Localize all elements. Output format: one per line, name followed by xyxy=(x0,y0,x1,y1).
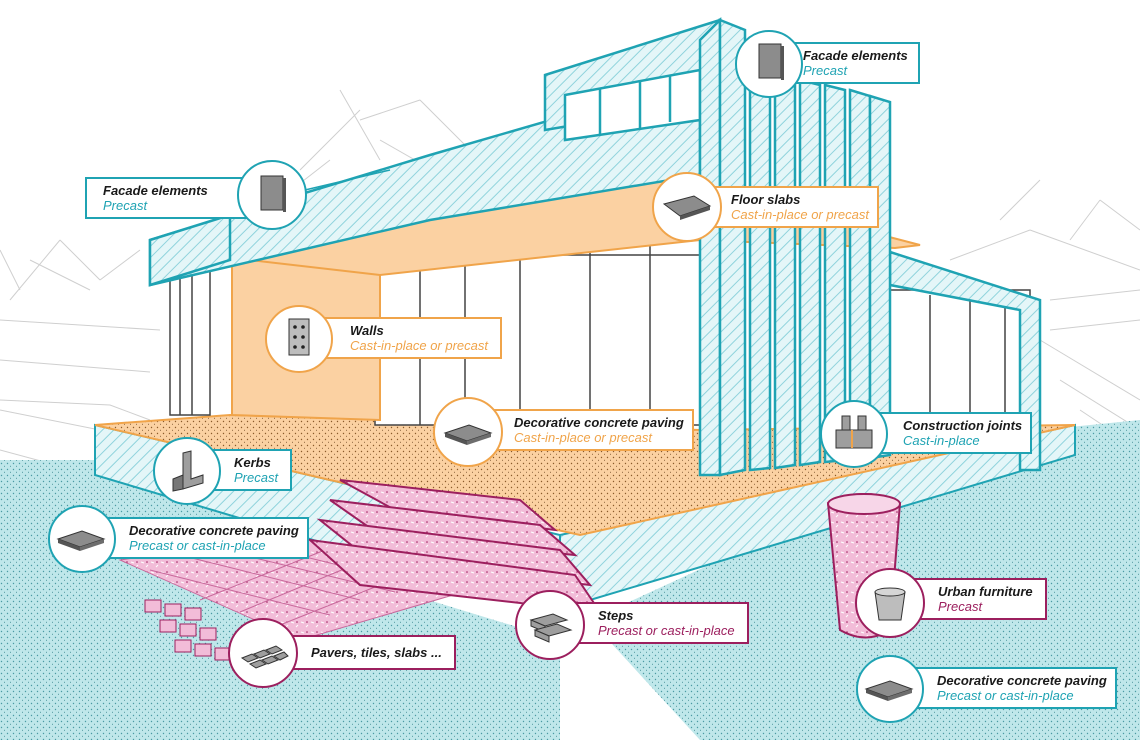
callout-title: Pavers, tiles, slabs ... xyxy=(311,645,442,660)
facade-panel-icon xyxy=(237,160,307,230)
planter-icon xyxy=(855,568,925,638)
facade-upper xyxy=(148,18,1042,472)
paving-slab-icon xyxy=(433,397,503,467)
kerb-icon xyxy=(153,437,221,505)
callout-subtitle: Cast-in-place xyxy=(903,433,980,448)
callout-title: Steps xyxy=(598,608,634,623)
callout-subtitle: Precast xyxy=(234,470,279,485)
callout-subtitle: Precast xyxy=(803,63,848,78)
facade-panel-icon xyxy=(735,30,803,98)
callout-title: Decorative concrete paving xyxy=(937,673,1107,688)
callout-subtitle: Cast-in-place or precast xyxy=(731,207,869,222)
callout-title: Decorative concrete paving xyxy=(129,523,299,538)
floor-slab-icon xyxy=(652,172,722,242)
callout-title: Walls xyxy=(350,323,384,338)
steps-icon xyxy=(515,590,585,660)
paving-slab-icon xyxy=(48,505,116,573)
callout-title: Construction joints xyxy=(903,418,1023,433)
construction-joint-icon xyxy=(820,400,888,468)
callout-title: Kerbs xyxy=(234,455,271,470)
pavers-grid-icon xyxy=(228,618,298,688)
callout-subtitle: Precast or cast-in-place xyxy=(129,538,266,553)
callout-title: Decorative concrete paving xyxy=(514,415,684,430)
callout-title: Facade elements xyxy=(803,48,908,63)
callout-subtitle: Cast-in-place or precast xyxy=(514,430,652,445)
wall-panel-icon xyxy=(265,305,333,373)
callout-title: Facade elements xyxy=(103,183,208,198)
paving-slab-icon xyxy=(856,655,924,723)
callout-title: Urban furniture xyxy=(938,584,1033,599)
callout-subtitle: Cast-in-place or precast xyxy=(350,338,488,353)
callout-subtitle: Precast xyxy=(103,198,148,213)
callout-subtitle: Precast xyxy=(938,599,983,614)
callout-subtitle: Precast or cast-in-place xyxy=(598,623,735,638)
callout-title: Floor slabs xyxy=(731,192,801,207)
callout-subtitle: Precast or cast-in-place xyxy=(937,688,1074,703)
